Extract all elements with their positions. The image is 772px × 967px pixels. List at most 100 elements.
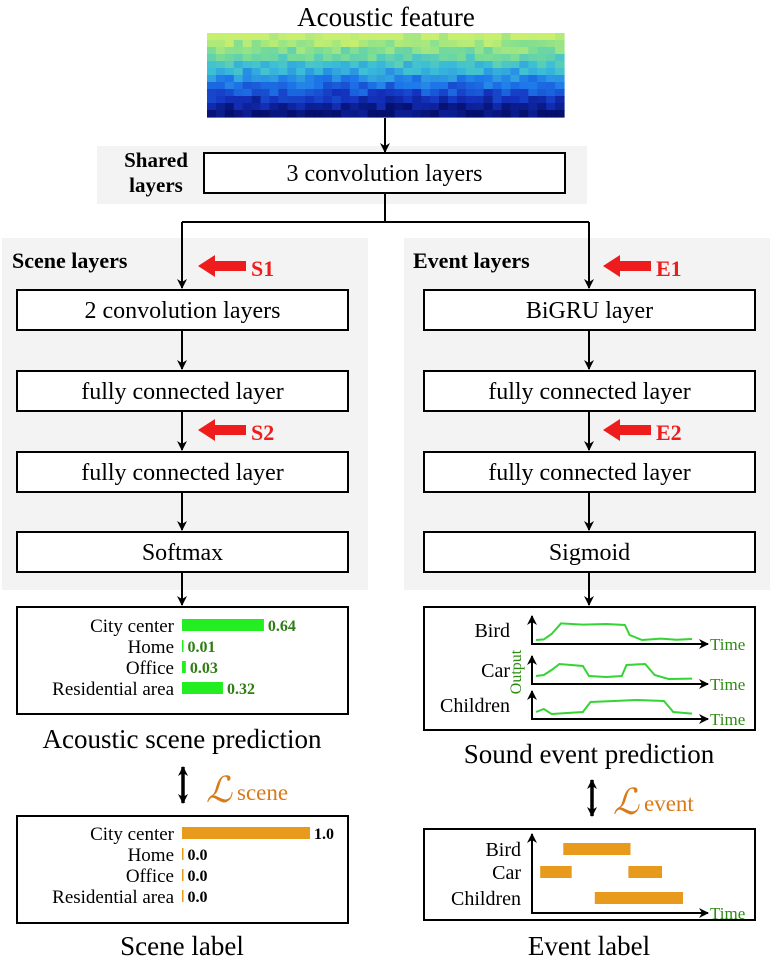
spectrogram-cell [207, 110, 217, 118]
spectrogram-cell [528, 68, 538, 76]
spectrogram-cell [358, 47, 369, 55]
spectrogram-cell [474, 89, 485, 97]
spectrogram-cell [367, 61, 378, 69]
spectrogram-cell [510, 40, 520, 48]
spectrogram-cell [305, 61, 315, 69]
spectrogram-cell [501, 61, 512, 69]
spectrogram-cell [412, 33, 422, 41]
spectrogram-cell [501, 54, 512, 62]
event-gt-segment [563, 843, 631, 855]
spectrogram-cell [296, 54, 306, 62]
event-box-fc2-label: fully connected layer [488, 460, 691, 486]
scene-pred-value: 0.01 [188, 639, 216, 656]
spectrogram-cell [251, 33, 262, 41]
spectrogram-cell [224, 47, 235, 55]
spectrogram-cell [474, 47, 485, 55]
spectrogram-cell [492, 110, 503, 118]
spectrogram-cell [546, 68, 556, 76]
spectrogram-cell [269, 47, 279, 55]
spectrogram-cell [403, 82, 413, 90]
event-box-bigru-label: BiGRU layer [526, 298, 653, 324]
spectrogram-cell [519, 103, 529, 111]
spectrogram-cell [305, 89, 315, 97]
spectrogram-cell [519, 61, 529, 69]
spectrogram-cell [501, 75, 512, 83]
event-box-bigru [423, 289, 756, 331]
spectrogram-cell [555, 82, 565, 90]
event-pred-time-label: Time [710, 710, 745, 729]
spectrogram-cell [207, 61, 217, 69]
scene-box-softmax-label: Softmax [142, 540, 223, 566]
spectrogram-cell [287, 110, 297, 118]
spectrogram-cell [376, 47, 387, 55]
spectrogram-cell [242, 96, 253, 104]
spectrogram-cell [376, 110, 387, 118]
spectrogram-cell [224, 75, 235, 83]
spectrogram-cell [483, 110, 494, 118]
spectrogram-cell [546, 40, 556, 48]
spectrogram-cell [305, 33, 315, 41]
spectrogram-cell [528, 110, 538, 118]
spectrogram-cell [492, 96, 503, 104]
spectrogram-cell [412, 68, 422, 76]
spectrogram-cell [394, 54, 404, 62]
spectrogram-cell [233, 47, 244, 55]
spectrogram-cell [224, 89, 235, 97]
spectrogram-cell [296, 61, 306, 69]
spectrogram-cell [349, 82, 360, 90]
spectrogram-cell [447, 61, 458, 69]
spectrogram-cell [412, 103, 422, 111]
spectrogram-cell [376, 54, 387, 62]
spectrogram-cell [501, 82, 512, 90]
spectrogram-cell [555, 103, 565, 111]
event-gt-row-label: Bird [485, 839, 521, 861]
spectrogram-cell [340, 89, 351, 97]
spectrogram-cell [519, 68, 529, 76]
spectrogram-cell [358, 82, 369, 90]
spectrogram-cell [456, 96, 467, 104]
spectrogram-cell [421, 103, 431, 111]
spectrogram-cell [349, 68, 360, 76]
spectrogram-cell [474, 68, 485, 76]
spectrogram-cell [215, 33, 226, 41]
scene-pred-value: 0.64 [268, 618, 296, 635]
spectrogram-cell [439, 103, 449, 111]
spectrogram-cell [242, 61, 253, 69]
spectrogram-cell [224, 61, 235, 69]
spectrogram-cell [224, 33, 235, 41]
spectrogram-cell [394, 61, 404, 69]
spectrogram-cell [474, 110, 485, 118]
spectrogram-cell [358, 61, 369, 69]
spectrogram-cell [215, 110, 226, 118]
event-pred-time-label: Time [710, 635, 745, 654]
spectrogram-cell [430, 96, 440, 104]
spectrogram-cell [537, 75, 547, 83]
spectrogram-cell [269, 89, 279, 97]
spectrogram-cell [403, 40, 413, 48]
spectrogram-cell [242, 40, 253, 48]
spectrogram-cell [367, 54, 378, 62]
acoustic-feature-title: Acoustic feature [297, 2, 475, 32]
spectrogram-cell [224, 110, 235, 118]
spectrogram-cell [474, 82, 485, 90]
scene-gt-value: 0.0 [188, 868, 208, 885]
spectrogram-cell [501, 68, 512, 76]
spectrogram-cell [546, 61, 556, 69]
scene-gt-label: Office [126, 866, 174, 887]
spectrogram-cell [278, 33, 288, 41]
spectrogram-cell [456, 47, 467, 55]
spectrogram-cell [314, 54, 324, 62]
spectrogram-cell [483, 61, 494, 69]
spectrogram-cell [537, 89, 547, 97]
spectrogram-cell [492, 40, 503, 48]
spectrogram-cell [456, 33, 467, 41]
spectrogram-cell [394, 47, 404, 55]
spectrogram-cell [269, 82, 279, 90]
spectrogram-cell [269, 75, 279, 83]
spectrogram-cell [528, 103, 538, 111]
spectrogram-cell [296, 68, 306, 76]
spectrogram-cell [323, 61, 333, 69]
spectrogram-cell [403, 68, 413, 76]
spectrogram-cell [465, 33, 476, 41]
spectrogram-cell [528, 33, 538, 41]
